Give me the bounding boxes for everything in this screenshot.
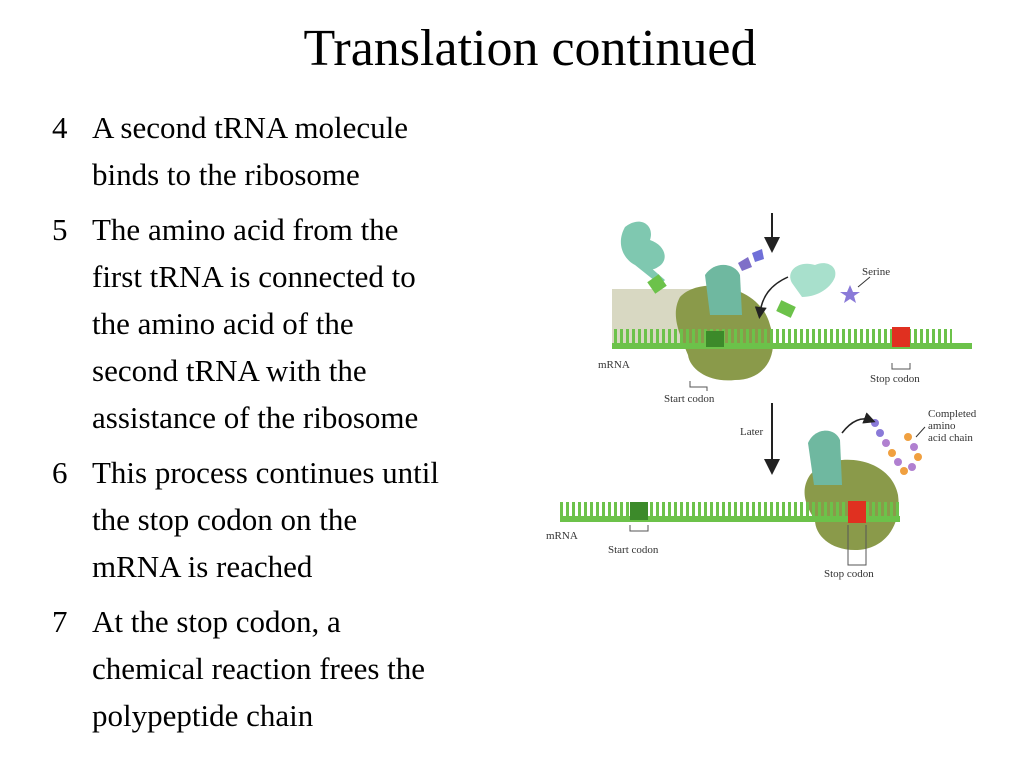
start-codon-bracket-top <box>689 381 708 391</box>
serine-star <box>840 285 860 303</box>
mrna-strand-bottom <box>560 516 900 522</box>
step-line: The amino acid from the <box>92 212 399 247</box>
chain-bead <box>900 467 908 475</box>
step-line: This process continues until <box>92 455 439 490</box>
stop-codon-bracket-top <box>891 363 911 370</box>
step-line: At the stop codon, a <box>92 604 341 639</box>
list-item: 5 The amino acid from the first tRNA is … <box>52 206 552 441</box>
amino-acid-top-2 <box>752 249 764 262</box>
label-start-codon-top: Start codon <box>664 393 715 405</box>
translation-diagram-svg: Serine mRNA Start codon Stop codon Later <box>546 213 977 580</box>
step-line: the amino acid of the <box>92 306 354 341</box>
step-line: assistance of the ribosome <box>92 400 419 435</box>
step-line: first tRNA is connected to <box>92 259 416 294</box>
trna-incoming-anticodon <box>776 300 796 318</box>
label-completed-1: Completed <box>928 408 977 420</box>
label-later: Later <box>740 426 764 438</box>
chain-bead <box>876 429 884 437</box>
mrna-strand <box>612 343 972 349</box>
stop-codon-mark <box>892 327 910 347</box>
label-completed-3: acid chain <box>928 432 973 444</box>
release-arrow <box>841 412 876 434</box>
chain-bead <box>894 458 902 466</box>
stop-codon-bracket-bottom <box>847 525 867 566</box>
chain-bead <box>904 433 912 441</box>
start-codon-mark <box>706 331 724 347</box>
step-number: 7 <box>52 604 68 639</box>
step-list: 4 A second tRNA molecule binds to the ri… <box>52 104 552 747</box>
list-item: 4 A second tRNA molecule binds to the ri… <box>52 104 552 198</box>
step-number: 4 <box>52 110 68 145</box>
chain-bead <box>888 449 896 457</box>
step-line: second tRNA with the <box>92 353 367 388</box>
trna-bound <box>705 264 742 315</box>
translation-diagram: Serine mRNA Start codon Stop codon Later <box>530 205 1010 590</box>
step-text: At the stop codon, a chemical reaction f… <box>92 598 552 739</box>
chain-bead <box>914 453 922 461</box>
chain-bead <box>882 439 890 447</box>
serine-pointer <box>857 276 871 288</box>
label-mrna-top: mRNA <box>598 359 630 371</box>
step-line: A second tRNA molecule <box>92 110 408 145</box>
label-mrna-bottom: mRNA <box>546 530 578 542</box>
bottom-panel: Later Completed amino acid c <box>546 403 977 580</box>
trna-first-anticodon <box>647 274 667 294</box>
chain-bead <box>908 463 916 471</box>
label-start-codon-bottom: Start codon <box>608 544 659 556</box>
step-number: 5 <box>52 212 68 247</box>
slide-title: Translation continued <box>303 20 757 77</box>
trna-released <box>808 430 842 485</box>
step-line: mRNA is reached <box>92 549 313 584</box>
trna-incoming <box>790 263 836 297</box>
step-text: This process continues until the stop co… <box>92 449 552 590</box>
stop-codon-mark-bottom <box>848 501 866 523</box>
start-codon-bracket-bottom <box>629 525 649 532</box>
step-line: the stop codon on the <box>92 502 358 537</box>
step-line: binds to the ribosome <box>92 157 360 192</box>
label-serine: Serine <box>862 266 890 278</box>
start-codon-mark-bottom <box>630 502 648 520</box>
step-line: polypeptide chain <box>92 698 314 733</box>
step-text: A second tRNA molecule binds to the ribo… <box>92 104 552 198</box>
chain-bead <box>910 443 918 451</box>
step-text: The amino acid from the first tRNA is co… <box>92 206 552 441</box>
label-completed-2: amino <box>928 420 956 432</box>
list-item: 6 This process continues until the stop … <box>52 449 552 590</box>
list-item: 7 At the stop codon, a chemical reaction… <box>52 598 552 739</box>
trna-first <box>620 221 665 285</box>
label-stop-codon-top: Stop codon <box>870 373 920 385</box>
curved-arrow <box>754 276 789 319</box>
completed-pointer <box>915 426 926 438</box>
mrna-teeth <box>612 329 952 343</box>
chain-bead <box>871 419 879 427</box>
label-stop-codon-bottom: Stop codon <box>824 568 874 580</box>
step-line: chemical reaction frees the <box>92 651 426 686</box>
step-number: 6 <box>52 455 68 490</box>
top-panel: Serine mRNA Start codon Stop codon <box>598 213 972 405</box>
amino-acid-top <box>738 257 752 271</box>
